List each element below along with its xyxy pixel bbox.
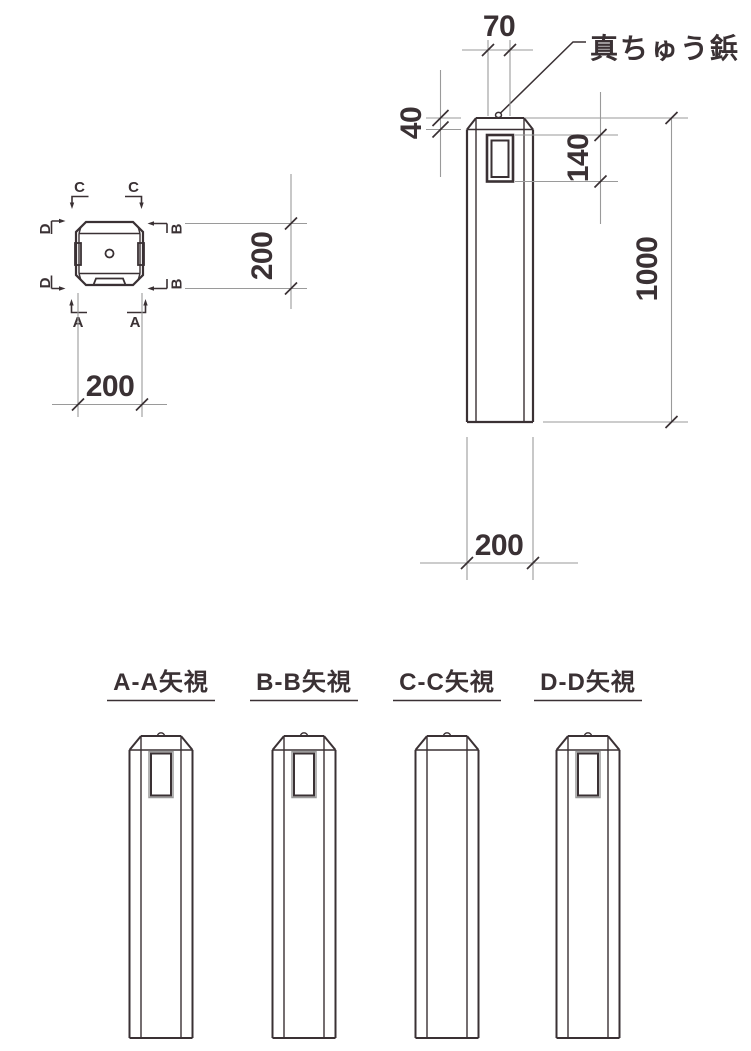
dim-cap-height: 40 [395, 107, 428, 139]
section-view-dd: D-D矢視 [534, 668, 642, 1039]
front-elevation [465, 111, 535, 424]
dimension-plate-height: 140 [515, 92, 618, 224]
brass-rivet-label: 真ちゅう鋲 [590, 32, 740, 64]
section-letter-b: B [169, 223, 186, 234]
section-view-bb: B-B矢視 [250, 668, 358, 1039]
section-marks: C C A A B B D D [37, 179, 186, 331]
dimension-base-width: 200 [420, 437, 578, 580]
dimension-cap-height: 40 [395, 70, 461, 177]
section-letter-d: D [37, 223, 54, 234]
brass-rivet-callout: 真ちゅう鋲 [499, 32, 740, 115]
section-view-cc-label: C-C矢視 [399, 668, 495, 696]
dim-top-width: 70 [483, 10, 515, 43]
plan-rivet-hole [104, 248, 115, 259]
elevation-plate-outer [485, 133, 515, 183]
plan-left-plate [74, 242, 82, 266]
dim-plan-depth: 200 [246, 232, 279, 281]
section-view-aa: A-A矢視 [107, 668, 215, 1039]
plan-right-plate [137, 242, 145, 266]
plan-view [74, 220, 145, 287]
section-letter-a: A [130, 314, 141, 331]
elevation-plate-inner [490, 139, 510, 178]
dim-base-width: 200 [475, 529, 524, 562]
plan-dimension-depth: 200 [185, 174, 307, 309]
section-letter-c: C [128, 179, 139, 196]
section-letter-b: B [169, 278, 186, 289]
dimension-overall-height: 1000 [525, 111, 688, 429]
section-letter-d: D [37, 277, 54, 288]
section-view-aa-label: A-A矢視 [113, 668, 209, 696]
dim-plate-height: 140 [562, 134, 595, 183]
dim-overall-height: 1000 [631, 237, 664, 302]
plan-dimension-width: 200 [52, 293, 167, 417]
section-view-dd-label: D-D矢視 [540, 668, 636, 696]
dim-plan-width: 200 [86, 370, 135, 403]
brass-rivet [494, 111, 503, 119]
section-letter-c: C [74, 179, 85, 196]
section-view-cc: C-C矢視 [393, 668, 501, 1039]
plan-bottom-plate [92, 277, 127, 286]
dimension-top-width: 70 [462, 10, 533, 116]
section-view-bb-label: B-B矢視 [256, 668, 352, 696]
